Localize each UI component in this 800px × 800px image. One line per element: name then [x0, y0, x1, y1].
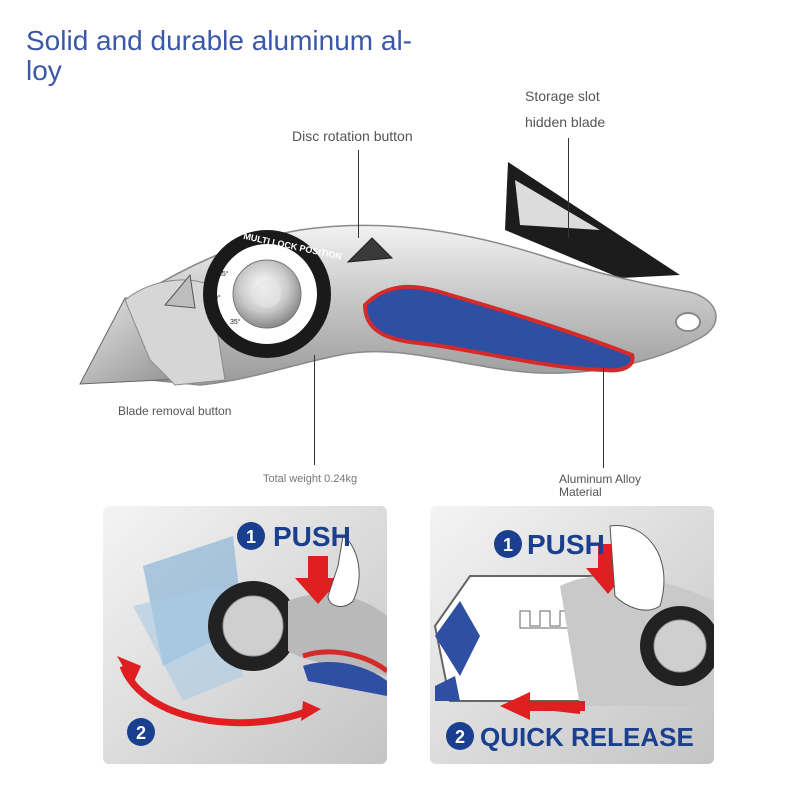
- callout-aluminum-alloy: Aluminum Alloy Material: [559, 472, 642, 499]
- leader-storage: [568, 138, 569, 238]
- headline-line-2: loy: [26, 55, 62, 86]
- step1-label-left: PUSH: [273, 521, 351, 552]
- step2-number-right: 2: [455, 727, 465, 747]
- finger-left: [327, 535, 360, 607]
- blade-blue-shade-2: [435, 676, 460, 701]
- step2-label-right: QUICK RELEASE: [480, 722, 694, 752]
- step2-badge-left: [127, 718, 155, 746]
- step1-badge-left: [237, 522, 265, 550]
- step1-badge-right: [494, 530, 522, 558]
- dial-mark-mid: 0°: [214, 294, 221, 302]
- dial-mark-top: 35°: [218, 270, 229, 278]
- rotate-arrow-left: [119, 664, 310, 727]
- blade-blue-shade-1: [435, 601, 480, 676]
- dial-mark-bottom: 35°: [230, 318, 241, 326]
- blade-removal-button: [164, 273, 196, 309]
- callout-hidden-blade: hidden blade: [525, 114, 606, 130]
- step1-label-right: PUSH: [527, 529, 605, 560]
- step2-badge-right: [446, 722, 474, 750]
- push-arrow-right: [586, 544, 630, 594]
- step2-number-left: 2: [136, 723, 146, 743]
- rotation-dial: MULTI LOCK POSITION 35° 0° 35°: [203, 230, 343, 358]
- headline: Solid and durable aluminum al- loy: [26, 26, 466, 86]
- finger-right: [609, 525, 665, 611]
- headline-line-1: Solid and durable aluminum al-: [26, 25, 412, 56]
- push-arrow-left: [295, 556, 341, 604]
- storage-blade: [505, 162, 680, 278]
- instruction-panel-left: 1 PUSH 2: [103, 506, 387, 764]
- step1-number-left: 1: [246, 527, 256, 547]
- leader-alloy: [603, 368, 604, 468]
- handle-grip: [362, 284, 635, 373]
- callout-storage-slot: Storage slot: [525, 88, 600, 104]
- disc-rotation-button: [346, 237, 394, 263]
- callout-disc-rotation: Disc rotation button: [292, 128, 413, 144]
- instruction-panel-right: 1 PUSH 2 QUICK RELEASE: [430, 506, 714, 764]
- utility-knife-illustration: MULTI LOCK POSITION 35° 0° 35°: [79, 162, 717, 386]
- leader-weight: [314, 355, 315, 465]
- callout-blade-removal: Blade removal button: [118, 404, 232, 418]
- callout-total-weight: Total weight 0.24kg: [263, 473, 358, 485]
- step1-number-right: 1: [503, 535, 513, 555]
- leader-disc: [358, 150, 359, 238]
- lanyard-hole: [675, 312, 701, 332]
